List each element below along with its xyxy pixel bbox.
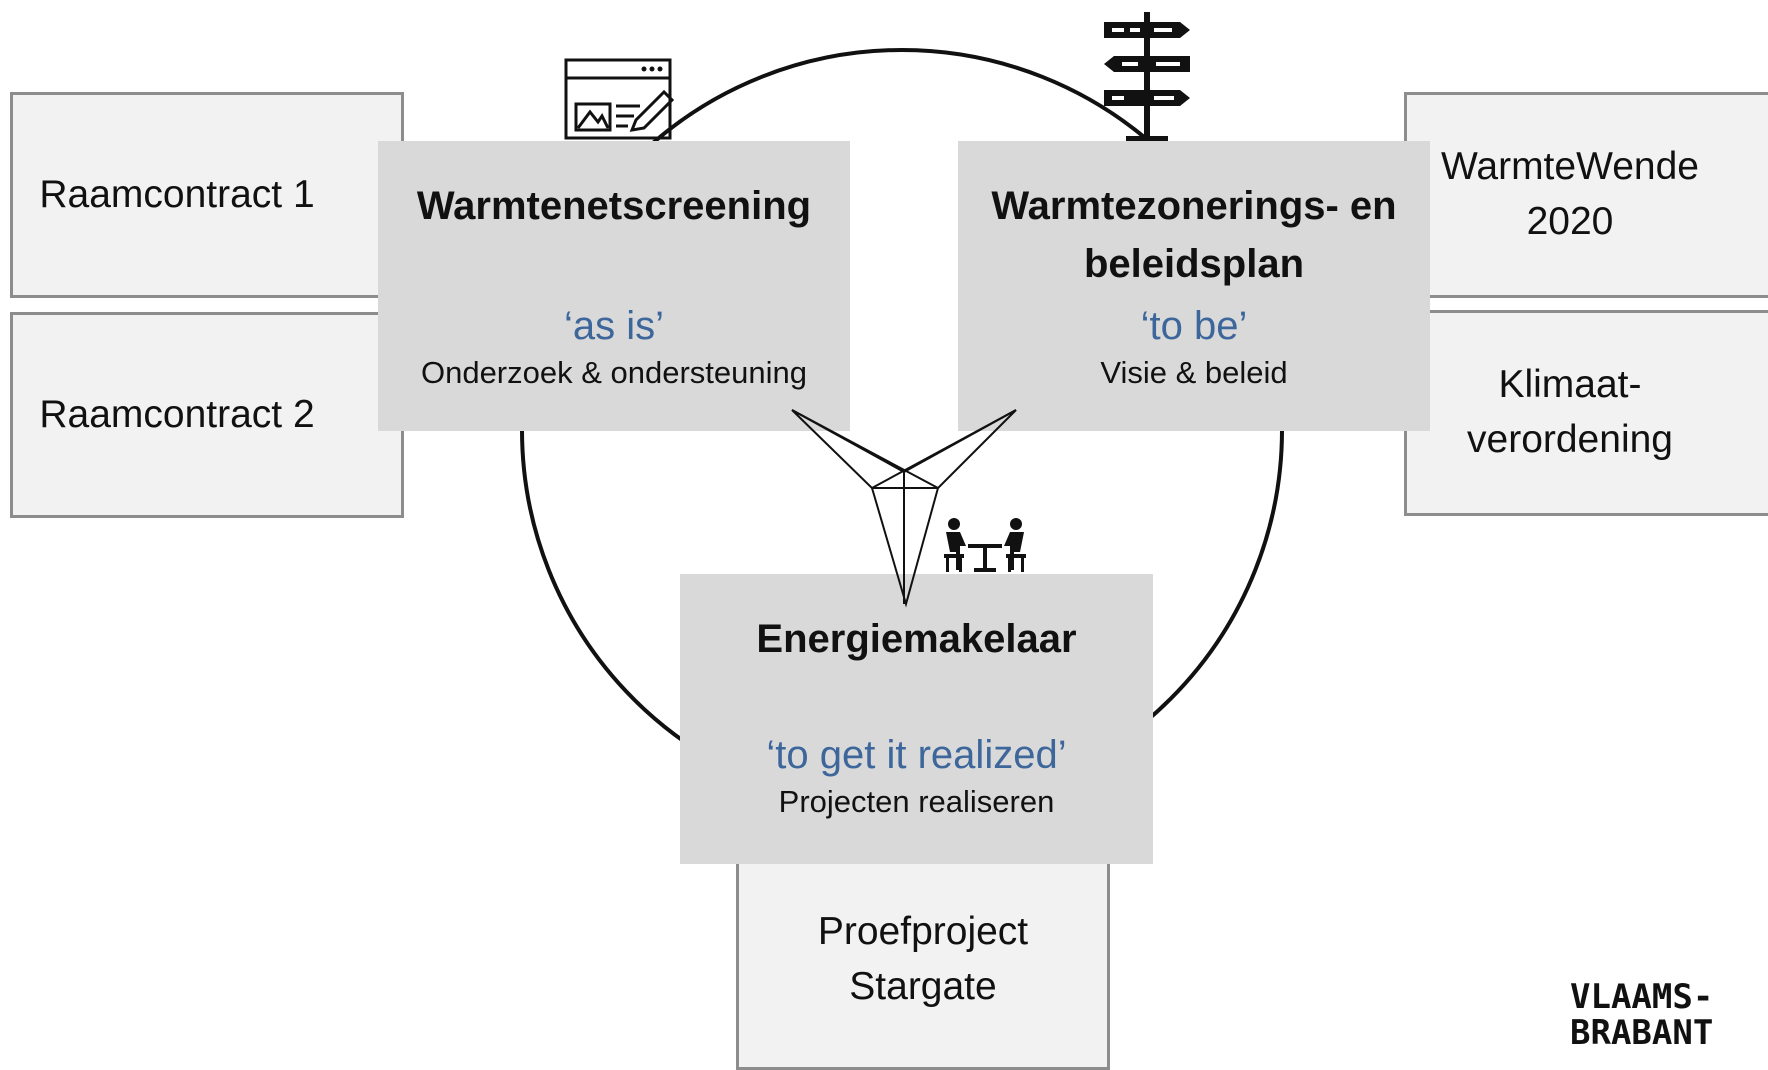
warmtezonering-title-line2: beleidsplan	[1083, 242, 1305, 286]
warmtenetscreening-box: Warmtenetscreening ‘as is’ Onderzoek & o…	[378, 141, 850, 431]
energiemakelaar-subtitle: Projecten realiseren	[778, 784, 1055, 819]
warmtezonering-subtitle: Visie & beleid	[1100, 355, 1288, 390]
warmtewende-label: WarmteWende 2020	[1441, 145, 1699, 243]
logo-line1: VLAAMS-	[1570, 977, 1713, 1017]
raamcontract-2-label: Raamcontract 2	[39, 392, 315, 436]
signpost-icon	[1104, 12, 1190, 141]
warmtenetscreening-subtitle: Onderzoek & ondersteuning	[420, 355, 808, 390]
warmtezonering-box: Warmtezonerings- en beleidsplan ‘to be’ …	[958, 141, 1430, 431]
warmtewende-box: WarmteWende 2020	[1404, 92, 1768, 298]
meeting-table-icon	[944, 518, 1026, 572]
web-design-icon	[564, 58, 675, 140]
proefproject-label: Proefproject Stargate	[817, 910, 1029, 1008]
logo-line2: BRABANT	[1570, 1013, 1713, 1050]
warmtezonering-title-line1: Warmtezonerings- en	[991, 184, 1397, 228]
raamcontract-1-label: Raamcontract 1	[39, 172, 315, 216]
warmtezonering-quote: ‘to be’	[1140, 304, 1248, 348]
klimaatverordening-label: Klimaat- verordening	[1467, 363, 1673, 461]
energiemakelaar-quote: ‘to get it realized’	[766, 733, 1067, 777]
klimaatverordening-box: Klimaat- verordening	[1404, 310, 1768, 516]
warmtenetscreening-title: Warmtenetscreening	[416, 184, 812, 228]
proefproject-box: Proefproject Stargate	[736, 850, 1110, 1070]
vlaams-brabant-logo: VLAAMS- BRABANT	[1570, 977, 1713, 1050]
energiemakelaar-title: Energiemakelaar	[756, 617, 1077, 661]
raamcontract-1-box: Raamcontract 1	[10, 92, 404, 298]
energiemakelaar-box: Energiemakelaar ‘to get it realized’ Pro…	[680, 574, 1153, 864]
warmtenetscreening-quote: ‘as is’	[563, 304, 665, 348]
